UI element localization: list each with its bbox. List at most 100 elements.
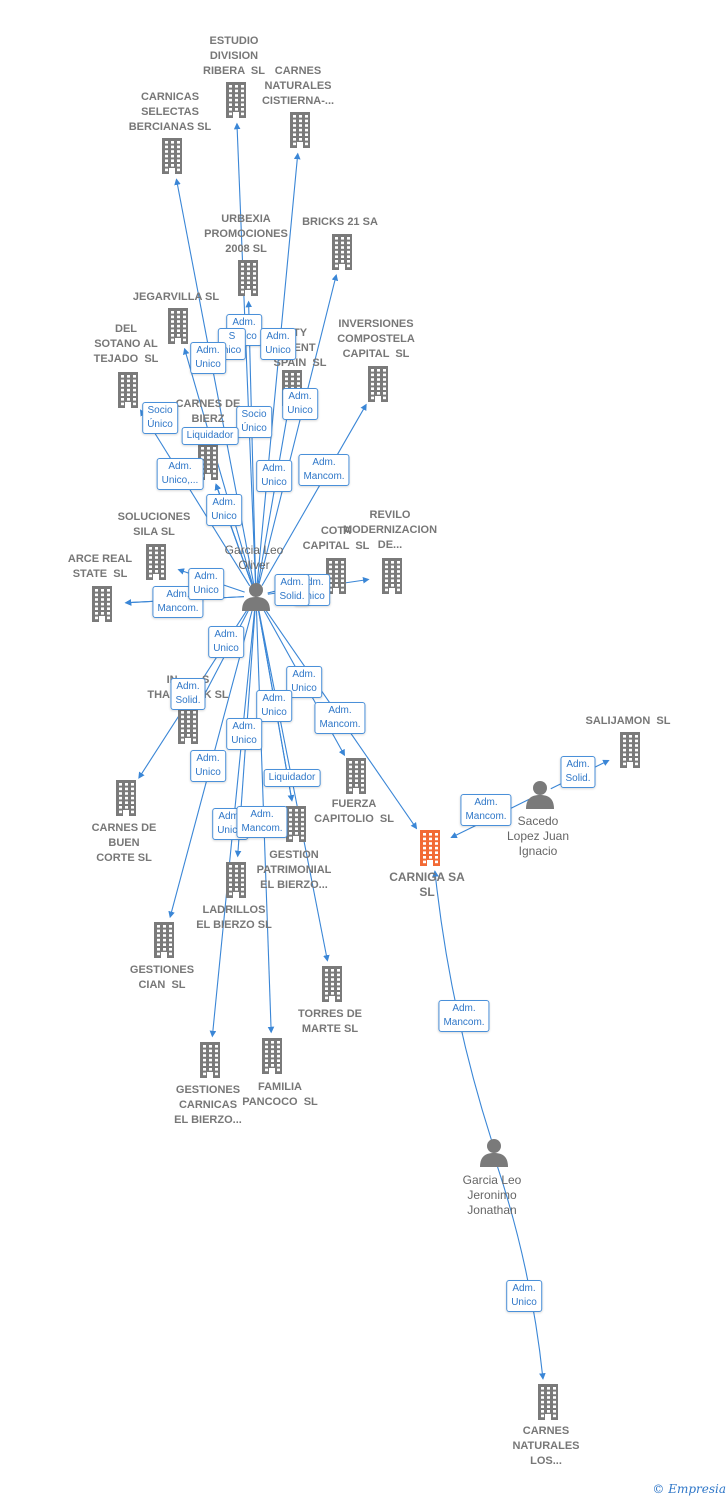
relation-label[interactable]: Adm. Unico,... <box>156 458 204 490</box>
company-node-torres[interactable] <box>320 966 344 1007</box>
relation-label[interactable]: Adm. Unico <box>260 328 296 360</box>
company-label-fuerza[interactable]: FUERZA CAPITOLIO SL <box>314 798 394 825</box>
building-icon <box>620 732 640 768</box>
company-label-estudio[interactable]: ESTUDIO DIVISION RIBERA SL <box>203 35 265 77</box>
company-node-fuerza[interactable] <box>344 758 368 799</box>
person-label-sacedo[interactable]: Sacedo Lopez Juan Ignacio <box>506 814 570 858</box>
company-label-bierzo[interactable]: CARNES DE BIERZ <box>175 398 241 425</box>
relation-label[interactable]: Adm. Mancom. <box>298 454 350 486</box>
company-node-salijamon[interactable] <box>618 732 642 773</box>
company-label-carnicas[interactable]: GESTIONES CARNICAS EL BIERZO... <box>174 1084 242 1126</box>
company-node-jegarvilla[interactable] <box>166 308 190 349</box>
relation-label[interactable]: Socio Único <box>236 406 272 438</box>
company-label-buencorte[interactable]: CARNES DE BUEN CORTE SL <box>91 822 157 864</box>
relation-label[interactable]: Adm. Unico <box>286 666 322 698</box>
relation-label[interactable]: Adm. Unico <box>208 626 244 658</box>
company-label-gestion[interactable]: GESTION PATRIMONIAL EL BIERZO... <box>256 849 332 891</box>
company-node-cian[interactable] <box>152 922 176 963</box>
relation-label[interactable]: Socio Único <box>142 402 178 434</box>
company-label-carniga[interactable]: CARNIGA SA SL <box>389 870 465 899</box>
building-icon <box>326 558 346 594</box>
building-icon <box>178 708 198 744</box>
building-icon <box>322 966 342 1002</box>
person-icon <box>242 583 270 611</box>
company-node-gestion[interactable] <box>284 806 308 847</box>
company-node-los[interactable] <box>536 1384 560 1425</box>
company-node-selectas[interactable] <box>160 138 184 179</box>
building-icon <box>420 830 440 866</box>
company-node-pancoco[interactable] <box>260 1038 284 1079</box>
relation-label[interactable]: Liquidador <box>263 769 321 787</box>
company-node-urbexia[interactable] <box>236 260 260 301</box>
edge-oliver-compostela <box>261 403 367 586</box>
building-icon <box>346 758 366 794</box>
relation-label[interactable]: Adm. Mancom. <box>460 794 512 826</box>
company-node-cota[interactable] <box>324 558 348 599</box>
building-icon <box>162 138 182 174</box>
person-icon <box>526 781 554 809</box>
company-node-revilo[interactable] <box>380 558 404 599</box>
person-node-oliver[interactable] <box>241 581 271 616</box>
company-label-cistierna[interactable]: CARNES NATURALES CISTIERNA-... <box>261 65 335 107</box>
company-node-ladrillos[interactable] <box>224 862 248 903</box>
edge-oliver-bricks <box>258 274 339 585</box>
company-node-compostela[interactable] <box>366 366 390 407</box>
company-node-buencorte[interactable] <box>114 780 138 821</box>
relation-label[interactable]: Liquidador <box>181 427 239 445</box>
relation-label[interactable]: Adm. Unico <box>188 568 224 600</box>
company-node-soluciones[interactable] <box>144 544 168 585</box>
relation-label[interactable]: Adm. Solid. <box>170 678 206 710</box>
relation-label[interactable]: Adm. Mancom. <box>314 702 366 734</box>
company-node-cistierna[interactable] <box>288 112 312 153</box>
company-node-bricks[interactable] <box>330 234 354 275</box>
company-label-torres[interactable]: TORRES DE MARTE SL <box>298 1008 362 1035</box>
relation-label[interactable]: Adm. Mancom. <box>236 806 288 838</box>
relation-label[interactable]: Adm. Unico <box>190 750 226 782</box>
relation-label[interactable]: Adm. Solid. <box>274 574 310 606</box>
company-label-soluciones[interactable]: SOLUCIONES SILA SL <box>117 511 191 538</box>
company-label-selectas[interactable]: CARNICAS SELECTAS BERCIANAS SL <box>128 91 212 133</box>
company-node-carniga[interactable] <box>418 830 442 871</box>
company-label-revilo[interactable]: REVILO MODERNIZACION DE... <box>342 509 438 551</box>
company-label-salijamon[interactable]: SALIJAMON SL <box>585 715 671 727</box>
company-label-cota[interactable]: COTA CAPITAL SL <box>302 525 370 552</box>
company-node-carnicas[interactable] <box>198 1042 222 1083</box>
building-icon <box>226 82 246 118</box>
building-icon <box>168 308 188 344</box>
relation-label[interactable]: Adm. Unico <box>190 342 226 374</box>
building-icon <box>116 780 136 816</box>
company-node-thames[interactable] <box>176 708 200 749</box>
relation-label[interactable]: Adm. Mancom. <box>438 1000 490 1032</box>
person-node-jonathan[interactable] <box>479 1137 509 1172</box>
company-label-ladrillos[interactable]: LADRILLOS EL BIERZO SL <box>196 904 272 931</box>
building-icon <box>332 234 352 270</box>
company-label-sotano[interactable]: DEL SOTANO AL TEJADO SL <box>93 323 159 365</box>
company-label-compostela[interactable]: INVERSIONES COMPOSTELA CAPITAL SL <box>337 318 415 360</box>
relation-label[interactable]: Adm. Unico <box>256 690 292 722</box>
company-label-arce[interactable]: ARCE REAL STATE SL <box>67 553 133 580</box>
relation-label[interactable]: Adm. Solid. <box>560 756 596 788</box>
building-icon <box>538 1384 558 1420</box>
company-label-cian[interactable]: GESTIONES CIAN SL <box>129 964 195 991</box>
company-label-bricks[interactable]: BRICKS 21 SA <box>302 216 378 228</box>
company-label-los[interactable]: CARNES NATURALES LOS... <box>512 1425 580 1467</box>
person-label-jonathan[interactable]: Garcia Leo Jeronimo Jonathan <box>462 1173 522 1217</box>
person-node-sacedo[interactable] <box>525 779 555 814</box>
building-icon <box>146 544 166 580</box>
relation-label[interactable]: Adm. Unico <box>226 718 262 750</box>
company-label-jegarvilla[interactable]: JEGARVILLA SL <box>132 291 220 303</box>
building-icon <box>200 1042 220 1078</box>
relation-label[interactable]: Adm. Unico <box>256 460 292 492</box>
company-label-pancoco[interactable]: FAMILIA PANCOCO SL <box>242 1081 318 1108</box>
company-node-sotano[interactable] <box>116 372 140 413</box>
relation-label[interactable]: Adm. Unico <box>206 494 242 526</box>
relation-label[interactable]: Adm. Unico <box>506 1280 542 1312</box>
company-node-estudio[interactable] <box>224 82 248 123</box>
person-label-oliver[interactable]: Garcia Leo Oliver <box>224 543 284 572</box>
edge-oliver-property <box>257 410 291 585</box>
relation-label[interactable]: Adm. Unico <box>282 388 318 420</box>
company-label-urbexia[interactable]: URBEXIA PROMOCIONES 2008 SL <box>204 213 288 255</box>
company-node-arce[interactable] <box>90 586 114 627</box>
building-icon <box>368 366 388 402</box>
